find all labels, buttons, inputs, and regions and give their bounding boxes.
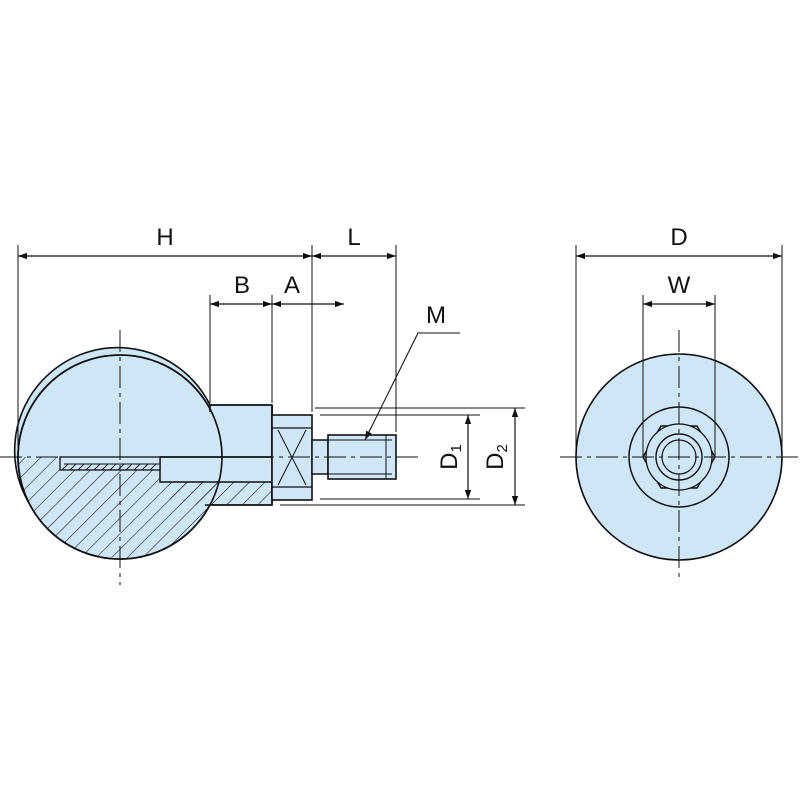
insert-bore	[159, 456, 273, 483]
dim-D1-label: D1	[436, 444, 465, 470]
dim-D-label: D	[670, 224, 687, 251]
side-view: H L B A M D1 D2	[0, 224, 525, 585]
thread-bore-hatch	[61, 463, 160, 471]
dim-M-label: M	[426, 302, 446, 329]
front-view: D W	[560, 224, 800, 580]
dim-W-label: W	[668, 272, 691, 299]
dim-B-label: B	[234, 272, 250, 299]
dim-A-label: A	[284, 272, 300, 299]
dim-D2-label: D2	[482, 444, 511, 470]
dim-M-leader	[364, 332, 460, 441]
dim-H-label: H	[156, 224, 173, 251]
dim-L-label: L	[347, 224, 360, 251]
